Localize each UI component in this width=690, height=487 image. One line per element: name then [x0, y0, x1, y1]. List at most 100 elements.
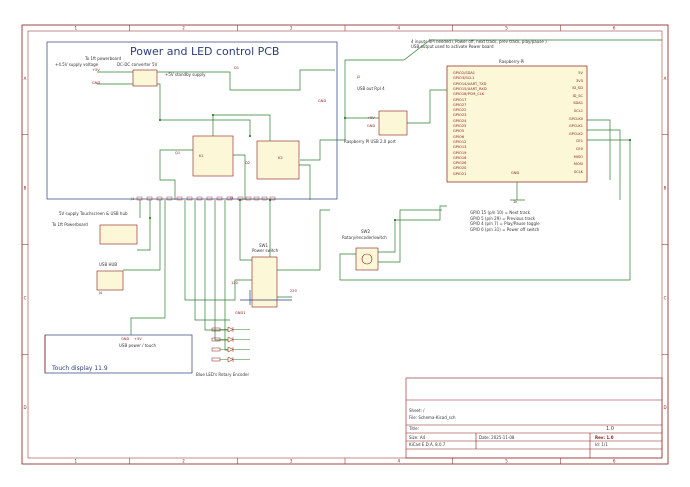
rpi-left-pin: GPIO5	[453, 129, 465, 134]
rpi-right-pin: MOSI	[573, 162, 583, 167]
frame-col-number: 4	[398, 459, 401, 464]
frame-row-letter: D	[663, 405, 666, 410]
junction-dot	[158, 118, 162, 122]
rpi-right-pin: MISO	[573, 154, 583, 159]
frame-row-letter: C	[664, 295, 667, 300]
dc-supply-label: +4.5V supply voltage	[55, 62, 99, 67]
led-resistor	[211, 327, 221, 332]
frame-col-number: 5	[505, 26, 508, 31]
wire-8	[123, 200, 161, 271]
rpi-left-pin: GPIO22	[453, 108, 467, 113]
sw2-title: SW2	[361, 229, 371, 234]
pcb-header-pin	[237, 196, 244, 201]
leds-label: Blue LED's Rotary Encoder	[196, 372, 250, 377]
rpi-left-pin: GPIO21	[453, 171, 467, 176]
rpi-left-pin: GPIO27	[453, 102, 467, 107]
wire-16	[378, 205, 447, 253]
junction-dot	[343, 116, 347, 120]
power-pcb-title: Power and LED control PCB	[130, 45, 280, 58]
gnd-label-a: GND	[318, 99, 327, 103]
resistor-r1-value: 120	[231, 281, 238, 285]
led-resistor	[211, 357, 221, 362]
frame-col-number: 1	[75, 26, 78, 31]
junction-dot	[211, 113, 215, 117]
rpi-left-pin: GPIO23	[453, 113, 467, 118]
wire-6	[233, 154, 246, 200]
resistor-r3-value: 1k	[513, 200, 518, 204]
rpi-left-pin: GPIO24	[453, 118, 467, 123]
title-block-sheet: Sheet: /	[409, 408, 425, 413]
wire-14	[407, 89, 447, 124]
supply-j1: J1	[131, 197, 135, 201]
frame-row-letter: A	[24, 76, 27, 81]
wire-19	[510, 182, 525, 201]
usb-in-sub: Raspberry PI USB 2.0 port	[344, 139, 396, 144]
led-resistor	[211, 347, 221, 352]
usb-hub-title: USB HUB	[99, 262, 118, 267]
pcb-header-pin	[269, 196, 276, 201]
relay-2-body	[256, 140, 300, 180]
frame-col-number: 3	[290, 26, 293, 31]
sw2-sub: Rotary/encoder/switch	[342, 235, 387, 240]
junction-dot	[393, 218, 397, 222]
rpi-left-pin: GPIO17	[453, 97, 467, 102]
pcb-header-pin	[186, 196, 193, 201]
rpi-left-pin: GPIO18/PCM_CLK	[453, 92, 485, 97]
frame-row-letter: B	[664, 186, 667, 191]
pcb-gnd-label: GND	[92, 81, 101, 85]
wire-7	[299, 164, 311, 200]
touch-5v-label: +5V	[134, 337, 142, 341]
title-block-kicad: KiCad E.D.A. 8.0.7	[409, 442, 446, 447]
frame-col-number: 6	[613, 459, 616, 464]
rpi-right-pin: GPCLK1	[568, 124, 583, 129]
gpio-note: GPIO 5 (p/n 29) = Previous track	[470, 215, 536, 221]
to-powerboard-label: To 1ft powerboard	[85, 56, 122, 61]
junction-dot	[628, 138, 632, 142]
title-block-rev: Rev: 1.0	[595, 435, 614, 440]
sw1-title: SW1	[259, 243, 269, 248]
led-icon	[227, 346, 234, 353]
gpio-note: GPIO 15 (p/n 10) = Next track	[470, 210, 531, 215]
pcb-header-pin	[176, 196, 183, 201]
pcb-header-pin	[166, 196, 173, 201]
frame-col-number: 1	[75, 459, 78, 464]
rpi-left-pin: GPIO15/UART_RXD	[453, 86, 487, 91]
usb-in-gnd: GND	[367, 124, 376, 128]
rpi-gnd-label: GND	[511, 171, 520, 175]
rpi-left-pin: GPIO3/SCL1	[453, 76, 475, 81]
frame-col-number: 2	[182, 459, 185, 464]
pcb-header-pin	[261, 196, 268, 201]
title-block	[405, 377, 663, 459]
title-block-id: Id: 1/1	[595, 442, 608, 447]
frame-row-letter: D	[23, 405, 26, 410]
wire-9	[130, 200, 166, 335]
pcb-header-pin	[245, 196, 252, 201]
pcb-header-pin	[253, 196, 260, 201]
rpi-left-pin: GPIO6	[453, 134, 465, 139]
pcb-header-pin	[196, 196, 203, 201]
frame-col-number: 5	[505, 459, 508, 464]
relay1-label: K1	[199, 154, 204, 158]
gpio-note: GPIO 6 (p/n 31) = Power off switch	[470, 226, 540, 232]
touch-sub: USB power / touch	[119, 343, 157, 348]
wire-10	[184, 200, 252, 301]
title-block-version: 1.0	[606, 426, 614, 432]
rpi-right-pin: CE1	[575, 139, 583, 144]
standby-supply-label: +5V standby supply	[165, 72, 206, 77]
frame-col-number: 3	[290, 459, 293, 464]
touch-gnd-label: GND	[121, 337, 130, 341]
q1-label: Q1	[175, 151, 181, 155]
frame-row-letter: C	[24, 295, 27, 300]
usb-in-5v: +5V	[367, 116, 375, 120]
note-line-2: USB output used to activate Power board	[411, 44, 494, 49]
rpi-left-pin: GPIO19	[453, 150, 467, 155]
supply-connector-body	[99, 224, 138, 245]
pcb-header-pin	[136, 196, 143, 201]
note-line-1: 4 inputs RPi needed ( Power off, next tr…	[411, 39, 547, 44]
rpi-right-pin: SCL1	[573, 109, 583, 113]
rpi-left-pin: GPIO26	[453, 161, 467, 166]
usb-in-ref: J2	[357, 75, 361, 79]
led-icon	[227, 336, 234, 343]
supply-j3: J3	[230, 196, 234, 200]
sw1-body	[251, 256, 278, 308]
